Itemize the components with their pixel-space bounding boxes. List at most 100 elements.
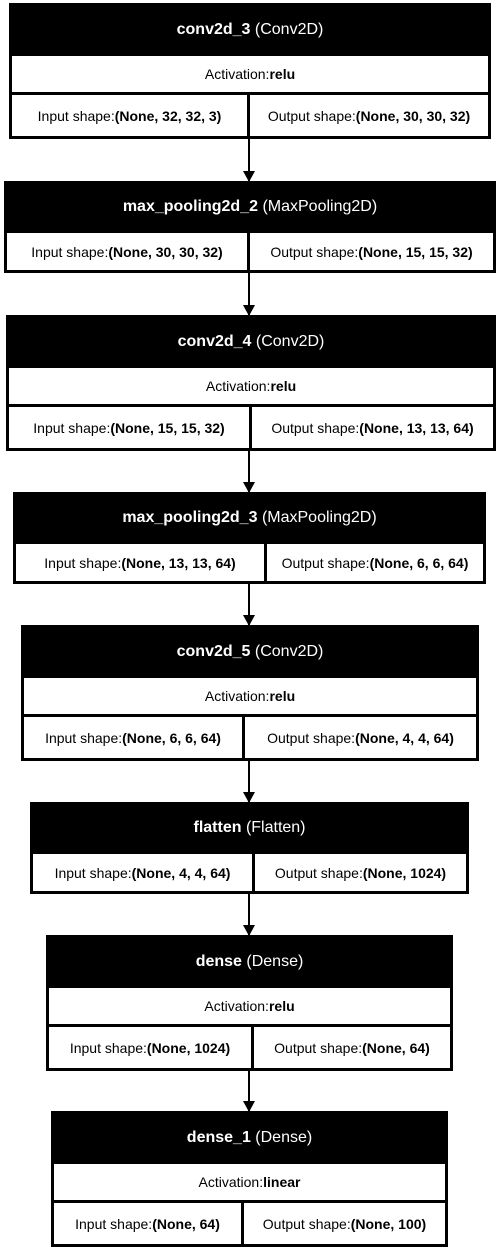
activation-value: relu [268, 998, 295, 1014]
input-shape-cell: Input shape: (None, 1024) [49, 1027, 254, 1068]
input-shape-cell: Input shape: (None, 32, 32, 3) [12, 95, 250, 136]
input-shape-cell: Input shape: (None, 4, 4, 64) [33, 854, 255, 891]
field-label: Input shape: [31, 243, 109, 260]
layer-header: conv2d_4 (Conv2D) [9, 318, 493, 365]
output-shape-cell: Output shape: (None, 15, 15, 32) [250, 233, 493, 270]
output-shape-cell: Output shape: (None, 64) [254, 1027, 450, 1068]
input-shape-value: (None, 1024) [146, 1039, 231, 1056]
output-shape-cell: Output shape: (None, 4, 4, 64) [245, 717, 476, 758]
field-label: Input shape: [45, 729, 123, 746]
input-shape-cell: Input shape: (None, 15, 15, 32) [9, 407, 252, 448]
output-shape-cell: Output shape: (None, 13, 13, 64) [252, 407, 493, 448]
input-shape-value: (None, 64) [152, 1215, 220, 1232]
field-label: Activation: [204, 66, 270, 82]
layer-name: max_pooling2d_2 [122, 198, 258, 215]
output-shape-value: (None, 4, 4, 64) [355, 729, 454, 746]
activation-row: Activation: relu [12, 53, 488, 95]
layer-header: conv2d_5 (Conv2D) [24, 628, 476, 675]
field-label: Activation: [204, 998, 269, 1014]
output-shape-cell: Output shape: (None, 30, 30, 32) [250, 95, 488, 136]
input-shape-cell: Input shape: (None, 13, 13, 64) [16, 544, 267, 581]
shape-row: Input shape: (None, 15, 15, 32)Output sh… [9, 407, 493, 448]
input-shape-value: (None, 32, 32, 3) [114, 107, 222, 124]
field-label: Output shape: [271, 419, 360, 436]
layer-node-flatten: flatten (Flatten)Input shape: (None, 4, … [30, 802, 469, 894]
output-shape-value: (None, 64) [362, 1039, 430, 1056]
activation-value: relu [269, 688, 296, 704]
output-shape-cell: Output shape: (None, 6, 6, 64) [267, 544, 483, 581]
field-label: Output shape: [281, 554, 370, 571]
connector-arrow [243, 761, 255, 803]
shape-row: Input shape: (None, 64)Output shape: (No… [54, 1203, 445, 1244]
layer-type: (MaxPooling2D) [261, 509, 377, 526]
field-label: Output shape: [262, 1215, 351, 1232]
layer-name: flatten [193, 819, 242, 836]
input-shape-cell: Input shape: (None, 64) [54, 1203, 244, 1244]
field-label: Activation: [198, 1174, 264, 1190]
connector-arrow [243, 139, 255, 182]
input-shape-value: (None, 15, 15, 32) [110, 419, 225, 436]
field-label: Activation: [204, 688, 270, 704]
connector-arrow [243, 584, 255, 626]
field-label: Output shape: [270, 243, 359, 260]
layer-type: (Flatten) [245, 819, 306, 836]
field-label: Input shape: [75, 1215, 153, 1232]
activation-value: linear [263, 1174, 301, 1190]
activation-row: Activation: linear [54, 1161, 445, 1203]
field-label: Output shape: [267, 729, 356, 746]
shape-row: Input shape: (None, 32, 32, 3)Output sha… [12, 95, 488, 136]
layer-header: flatten (Flatten) [33, 805, 466, 851]
output-shape-value: (None, 1024) [362, 864, 447, 881]
shape-row: Input shape: (None, 1024)Output shape: (… [49, 1027, 450, 1068]
input-shape-cell: Input shape: (None, 30, 30, 32) [7, 233, 250, 270]
layer-node-max-pooling2d-2: max_pooling2d_2 (MaxPooling2D)Input shap… [4, 181, 496, 273]
field-label: Input shape: [44, 554, 122, 571]
layer-type: (Dense) [255, 1128, 313, 1146]
layer-type: (Conv2D) [254, 642, 324, 660]
output-shape-value: (None, 13, 13, 64) [359, 419, 474, 436]
field-label: Output shape: [274, 864, 363, 881]
layer-type: (Conv2D) [254, 20, 324, 38]
field-label: Input shape: [37, 107, 115, 124]
input-shape-cell: Input shape: (None, 6, 6, 64) [24, 717, 245, 758]
layer-name: dense [195, 952, 242, 970]
activation-row: Activation: relu [49, 985, 450, 1027]
layer-name: conv2d_3 [176, 20, 251, 38]
activation-row: Activation: relu [24, 675, 476, 717]
field-label: Output shape: [274, 1039, 363, 1056]
output-shape-value: (None, 15, 15, 32) [358, 243, 473, 260]
layer-name: dense_1 [186, 1128, 251, 1146]
layer-type: (Dense) [246, 952, 304, 970]
layer-header: dense_1 (Dense) [54, 1114, 445, 1161]
connector-arrow [243, 1071, 255, 1112]
input-shape-value: (None, 4, 4, 64) [131, 864, 231, 881]
activation-value: relu [269, 66, 296, 82]
output-shape-value: (None, 100) [350, 1215, 427, 1232]
layer-name: max_pooling2d_3 [122, 509, 258, 526]
field-label: Input shape: [33, 419, 111, 436]
output-shape-value: (None, 6, 6, 64) [369, 554, 469, 571]
shape-row: Input shape: (None, 6, 6, 64)Output shap… [24, 717, 476, 758]
output-shape-cell: Output shape: (None, 100) [244, 1203, 445, 1244]
layer-name: conv2d_5 [176, 642, 251, 660]
input-shape-value: (None, 6, 6, 64) [122, 729, 221, 746]
layer-node-max-pooling2d-3: max_pooling2d_3 (MaxPooling2D)Input shap… [13, 492, 486, 584]
shape-row: Input shape: (None, 13, 13, 64)Output sh… [16, 541, 483, 581]
field-label: Output shape: [267, 107, 356, 124]
layer-header: max_pooling2d_3 (MaxPooling2D) [16, 495, 483, 541]
input-shape-value: (None, 30, 30, 32) [108, 243, 223, 260]
field-label: Input shape: [54, 864, 132, 881]
shape-row: Input shape: (None, 30, 30, 32)Output sh… [7, 230, 493, 270]
layer-type: (Conv2D) [255, 332, 325, 350]
layer-header: max_pooling2d_2 (MaxPooling2D) [7, 184, 493, 230]
field-label: Input shape: [69, 1039, 147, 1056]
layer-type: (MaxPooling2D) [262, 198, 378, 215]
output-shape-value: (None, 30, 30, 32) [355, 107, 471, 124]
layer-header: dense (Dense) [49, 938, 450, 985]
input-shape-value: (None, 13, 13, 64) [121, 554, 236, 571]
